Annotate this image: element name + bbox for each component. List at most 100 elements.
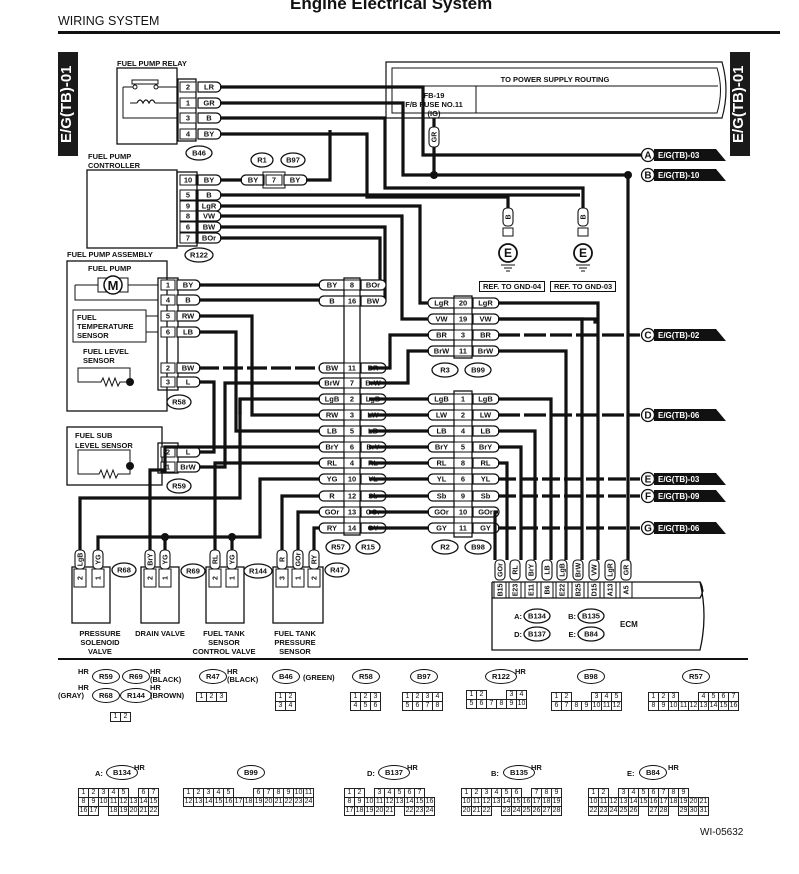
offpage-ref-label: E/G(TB)-06 xyxy=(658,524,700,533)
pin-number: 2 xyxy=(186,83,190,92)
connector-pin: 14 xyxy=(501,797,512,807)
pin-cell xyxy=(453,329,473,341)
offpage-ref-label: E/G(TB)-06 xyxy=(658,411,700,420)
connector-pin: 10 xyxy=(668,701,679,711)
wire-color-label: RW xyxy=(182,312,195,321)
ecm-connector-key: D: xyxy=(514,630,522,639)
pin-cell xyxy=(453,473,473,485)
ecm-prefix: B: xyxy=(491,769,499,778)
connector-pin: 9 xyxy=(581,701,592,711)
connector-pin: 10 xyxy=(516,699,527,709)
connector-id-b84: B84 xyxy=(639,765,667,780)
wire-color-label: BrW xyxy=(324,379,340,388)
wire-rl-valve xyxy=(213,461,320,550)
connector-pin: 8 xyxy=(648,701,659,711)
connector-pin: 1 xyxy=(344,788,355,798)
connector-pin: 7 xyxy=(263,788,274,798)
ecm-pin-cell xyxy=(524,581,538,599)
wire-color-label: GY xyxy=(480,524,491,533)
offpage-ref-flag xyxy=(654,522,726,534)
connector-pin: 6 xyxy=(551,701,562,711)
wire-by-relay xyxy=(220,132,510,208)
connector-pin: 2 xyxy=(598,788,609,798)
pin-cell xyxy=(179,97,197,109)
connector-pin: 9 xyxy=(506,699,517,709)
connector-pin: 6 xyxy=(253,788,264,798)
connector-pin: 5 xyxy=(394,788,405,798)
ground-letter: E xyxy=(504,246,512,260)
pin-cell xyxy=(453,522,473,534)
connector-pin: 15 xyxy=(718,701,729,711)
ground-ref-04: REF. TO GND-04 xyxy=(479,281,546,292)
connector-pin: 17 xyxy=(658,797,669,807)
ecm-pin-cell xyxy=(508,581,522,599)
document-id: WI-05632 xyxy=(700,827,744,838)
pin-cell xyxy=(453,490,473,502)
wire-color-tag xyxy=(428,126,440,148)
fuse-line-1: FB-19 xyxy=(423,91,445,100)
connector-pin: 22 xyxy=(404,806,415,816)
connector-pin: 12 xyxy=(608,797,619,807)
connector-pin xyxy=(234,789,244,798)
connector-pin: 4 xyxy=(698,692,709,702)
ground-symbol xyxy=(573,243,593,263)
offpage-ref-circle xyxy=(640,488,656,504)
wire-color-label: Sb xyxy=(437,492,447,501)
junction-dot xyxy=(126,378,134,386)
pin-number: 7 xyxy=(350,379,354,388)
ecm-connector-key: A: xyxy=(514,612,522,621)
connector-pin: 3 xyxy=(374,788,385,798)
connector-id-b99: B99 xyxy=(237,765,265,780)
connector-pin: 9 xyxy=(283,788,294,798)
pin-number: 16 xyxy=(348,297,356,306)
connector-pin xyxy=(487,691,497,700)
wire-brw-ecm xyxy=(498,349,568,560)
wire-color-label: RL xyxy=(437,459,447,468)
level-sensor-label-1: FUEL LEVEL xyxy=(83,347,129,356)
connector-pin: 13 xyxy=(394,797,405,807)
connector-id-oval xyxy=(280,152,306,168)
valve-label-line: FUEL TANK xyxy=(203,629,245,638)
connector-id-label: B99 xyxy=(471,366,485,375)
connector-pin: 18 xyxy=(354,806,365,816)
offpage-ref-letter: D xyxy=(644,411,651,422)
connector-pin: 9 xyxy=(354,797,365,807)
motor-letter: M xyxy=(108,278,119,293)
wire-color-label: LgR xyxy=(478,299,493,308)
pin-cell xyxy=(160,326,176,338)
power-box-title: TO POWER SUPPLY ROUTING xyxy=(500,75,610,84)
connector-pin: 18 xyxy=(243,797,254,807)
pin-cell xyxy=(343,409,361,421)
connector-pin: 5 xyxy=(501,788,512,798)
connector-pin: 25 xyxy=(618,806,629,816)
connector-pin: 15 xyxy=(638,797,649,807)
pin-number: 2 xyxy=(312,576,319,580)
offpage-ref-label: E/G(TB)-03 xyxy=(658,475,700,484)
ecm-pin-number: A13 xyxy=(608,583,615,596)
connector-pin: 4 xyxy=(384,788,395,798)
connector-id-oval xyxy=(464,539,492,555)
pin-cell xyxy=(343,279,361,291)
valve-body xyxy=(140,566,180,624)
pin-cell xyxy=(160,294,176,306)
wire-color-label: B xyxy=(329,297,335,306)
wire-color-label: GOr xyxy=(498,563,505,577)
connector-pin: 19 xyxy=(253,797,264,807)
connector-id-oval xyxy=(523,608,551,624)
connector-id-label: R122 xyxy=(190,251,208,260)
connector-pin: 7 xyxy=(486,699,497,709)
connector-pin: 28 xyxy=(551,806,562,816)
pin-cell xyxy=(343,425,361,437)
hr-tag: HR xyxy=(227,667,238,676)
connector-pin: 4 xyxy=(350,701,361,711)
connector-id-label: B135 xyxy=(582,612,600,621)
offpage-ref-flag xyxy=(654,490,726,502)
ecm-pin-cell xyxy=(619,581,633,599)
pin-number: 7 xyxy=(186,234,190,243)
connector-pin: 3 xyxy=(203,788,214,798)
valve-label-line: SOLENOID xyxy=(80,638,120,647)
pin-number: 4 xyxy=(350,459,355,468)
